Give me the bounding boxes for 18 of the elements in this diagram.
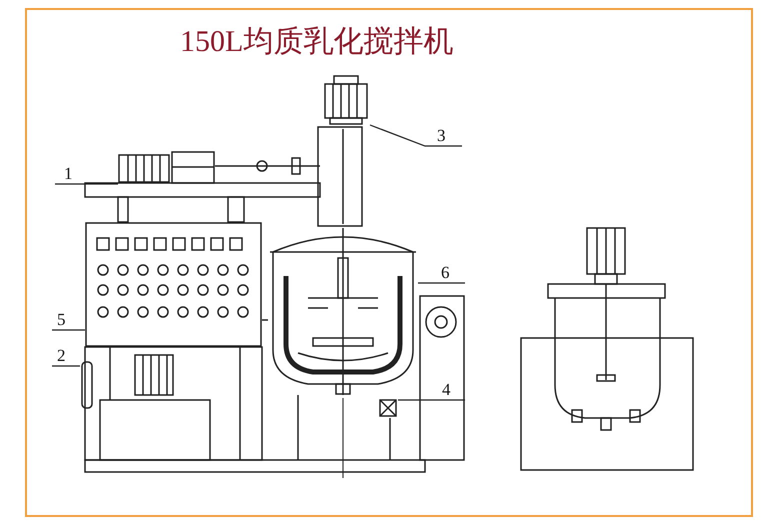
leader-line xyxy=(52,329,85,331)
control-panel-drawing xyxy=(85,222,262,347)
vessel-drawing xyxy=(268,228,418,395)
callout-number: 3 xyxy=(437,127,446,145)
callout-number: 1 xyxy=(64,165,72,183)
motor-drawing xyxy=(118,150,215,185)
title: 150L均质乳化搅拌机 xyxy=(180,24,454,60)
leader-line xyxy=(398,399,465,401)
callout-number: 6 xyxy=(441,264,450,282)
leader-line xyxy=(418,282,465,284)
tube-drawing xyxy=(80,360,94,410)
callout-number: 5 xyxy=(57,311,66,329)
callout-number: 2 xyxy=(57,347,66,365)
bearing-foot-drawing xyxy=(378,398,398,418)
callout-number: 4 xyxy=(442,381,450,399)
leader-line xyxy=(52,365,80,367)
motor-drawing xyxy=(322,75,370,125)
leader-line xyxy=(55,183,118,185)
